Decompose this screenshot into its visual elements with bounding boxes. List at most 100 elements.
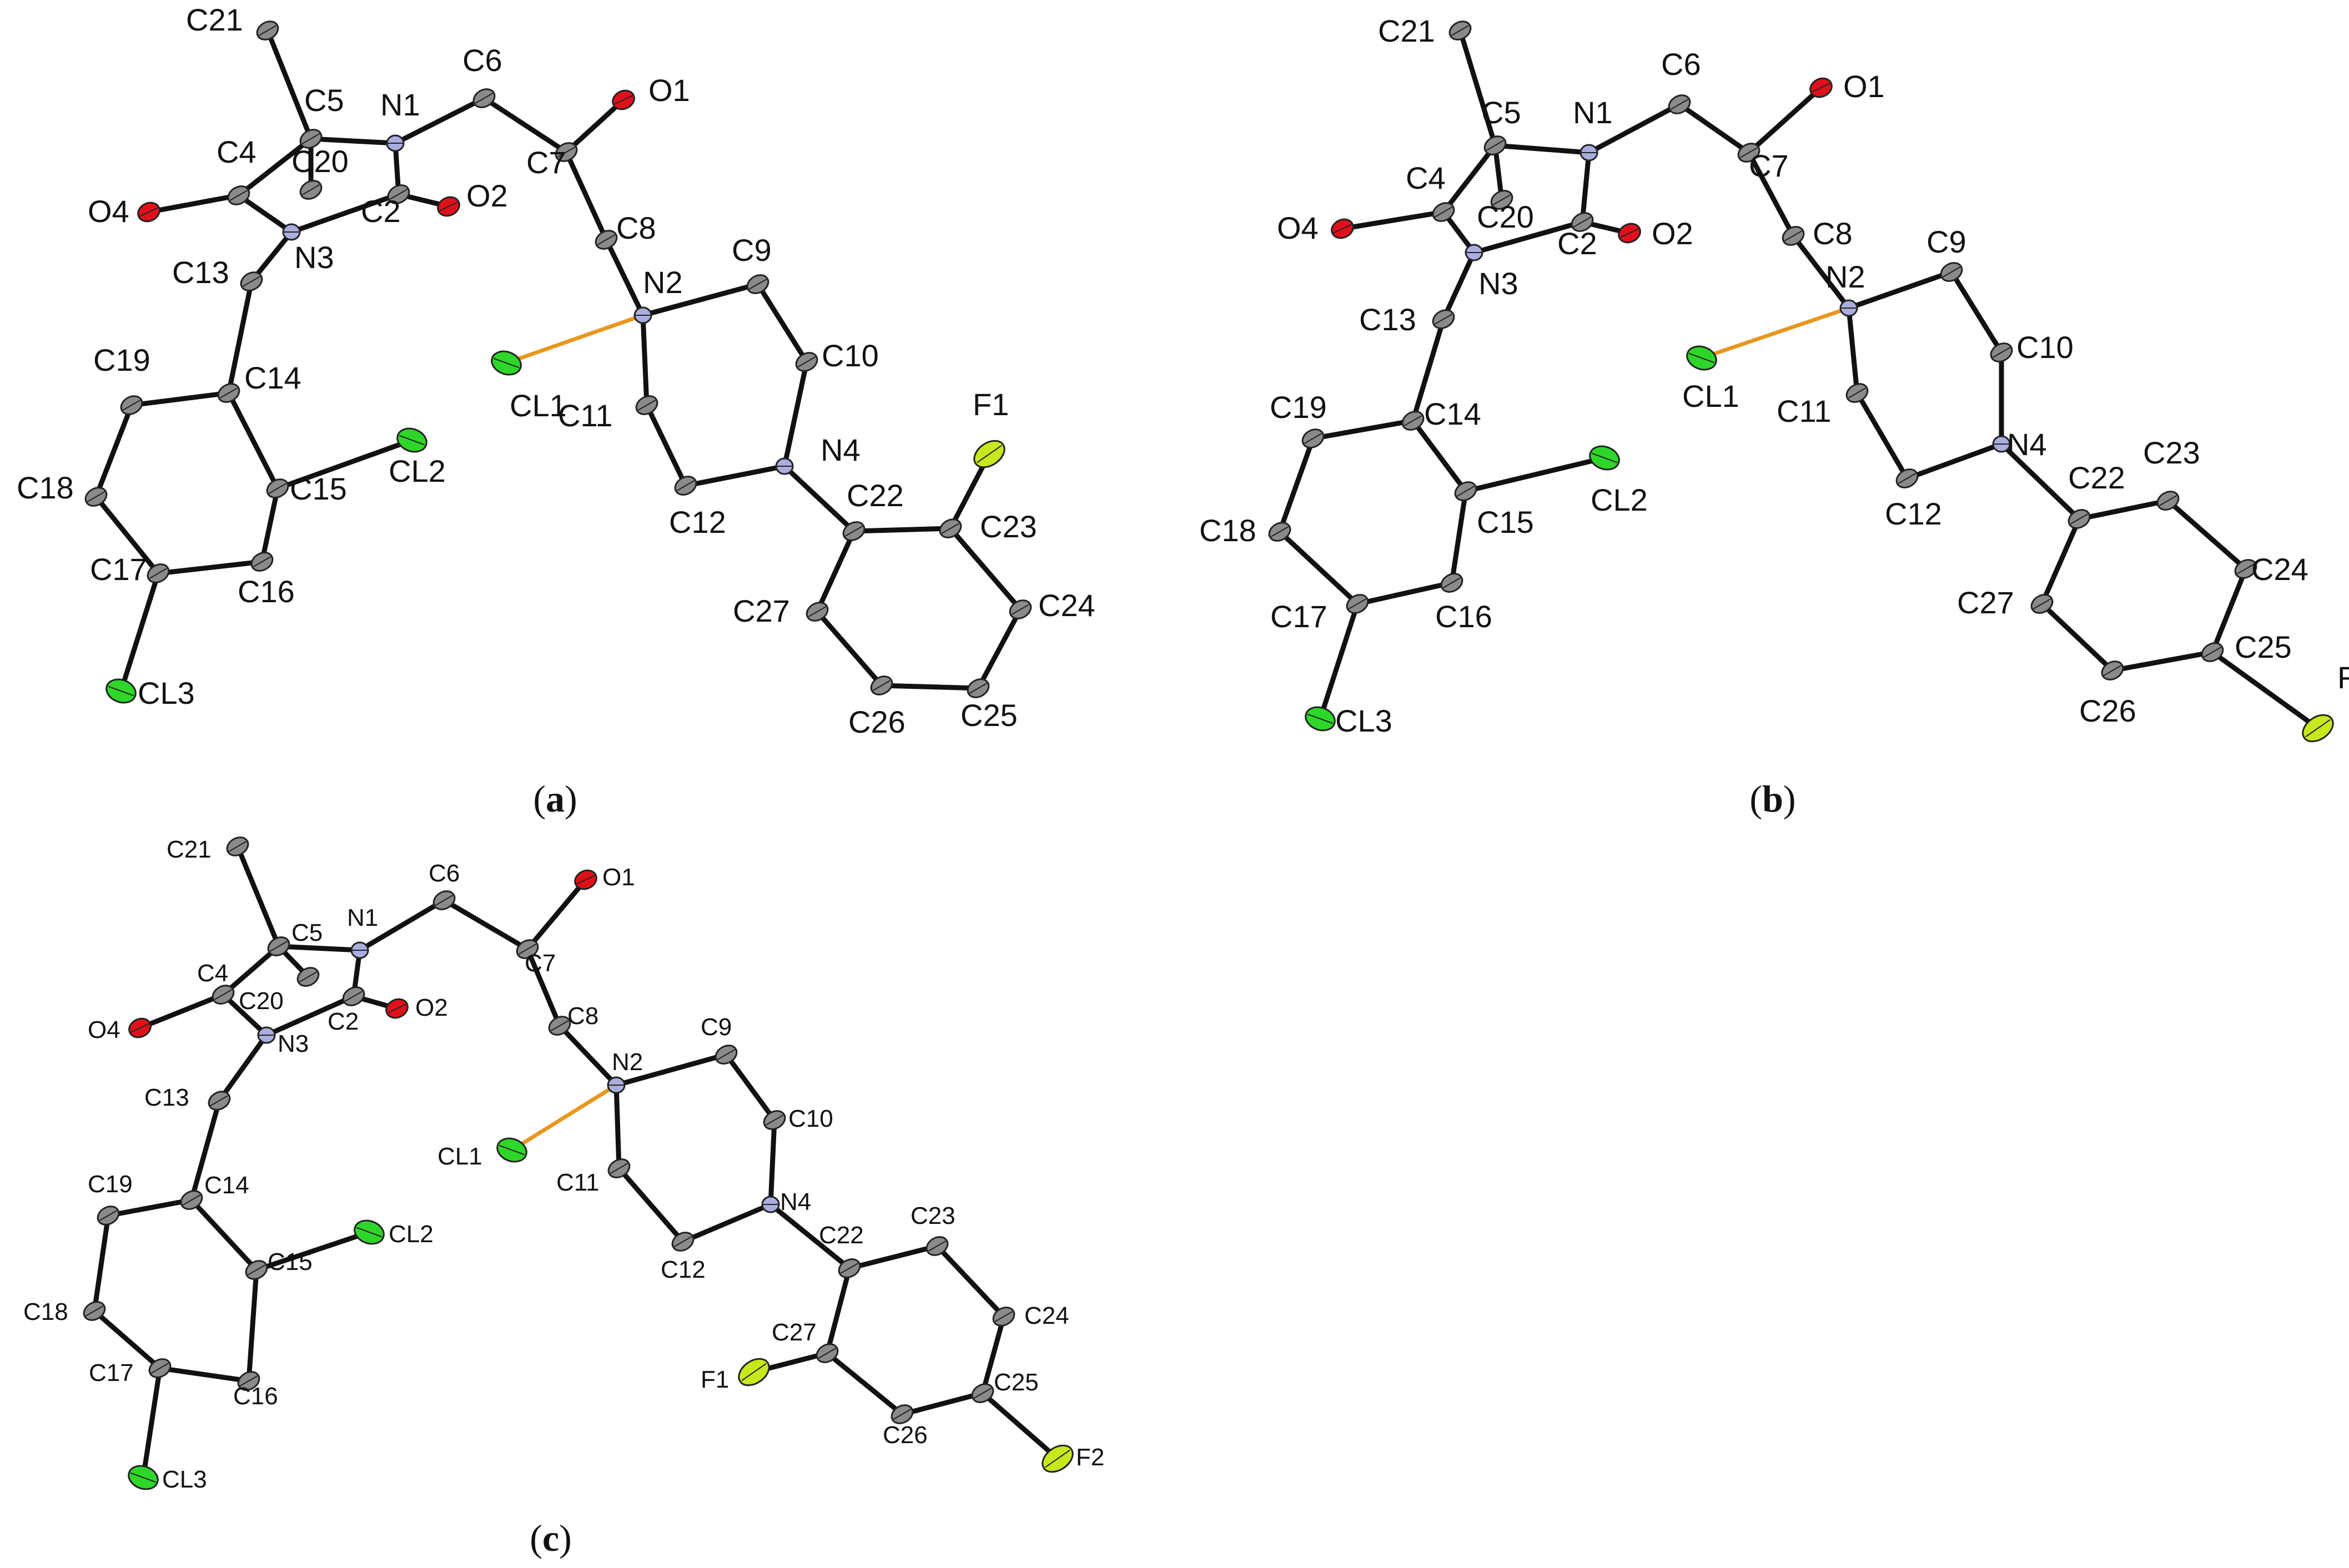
bond-c4-o4 <box>1340 209 1446 231</box>
atom-label-n2: N2 <box>1825 259 1865 294</box>
bond-c23-c24 <box>948 526 1023 612</box>
bond-c4-o4 <box>137 992 226 1031</box>
atom-label-f1: F1 <box>973 387 1009 422</box>
atom-label-n2: N2 <box>612 1048 643 1076</box>
atom-c22 <box>842 521 866 541</box>
atom-c2 <box>387 184 410 204</box>
atom-c2 <box>342 986 365 1006</box>
atom-label-c18: C18 <box>1199 513 1256 548</box>
bond-c15-c16 <box>1449 488 1468 586</box>
atom-label-o2: O2 <box>415 994 448 1021</box>
bond-c5-n1 <box>1492 143 1592 155</box>
atom-c10 <box>1990 342 2013 362</box>
atom-c9 <box>746 274 769 294</box>
bond-c9-c10 <box>755 281 809 365</box>
bond-c27-c22 <box>2039 516 2082 607</box>
atom-label-c26: C26 <box>2079 693 2136 728</box>
caption-c: (c) <box>530 1517 572 1559</box>
bond-c12-c11 <box>616 1166 686 1244</box>
bond-c16-c17 <box>155 559 265 576</box>
atom-label-c13: C13 <box>144 1084 189 1111</box>
bond-c18-c19 <box>92 1213 111 1314</box>
atom-label-c9: C9 <box>732 233 772 268</box>
atom-label-c25: C25 <box>960 698 1018 733</box>
bond-c11-n2 <box>1846 305 1860 396</box>
bond-c14-c15 <box>1410 418 1468 494</box>
atom-label-cl2: CL2 <box>389 453 446 488</box>
atom-label-n4: N4 <box>780 1188 811 1216</box>
atom-label-c14: C14 <box>1424 396 1481 431</box>
atom-n2 <box>1839 299 1858 317</box>
bond-c5-c4 <box>236 136 314 198</box>
atom-n1 <box>386 134 405 152</box>
atom-c12 <box>674 476 697 496</box>
atom-cl1 <box>1686 345 1717 371</box>
bond-c17-c18 <box>1277 529 1360 607</box>
bond-n4-c12 <box>683 463 787 488</box>
atom-label-c2: C2 <box>1557 226 1597 261</box>
bond-c7-o1 <box>1746 85 1824 155</box>
bond-c25-c26 <box>879 683 981 691</box>
bond-c12-c11 <box>1854 390 1910 481</box>
atom-label-c9: C9 <box>1927 224 1966 259</box>
atom-label-f1: F1 <box>2337 660 2349 695</box>
atom-label-c12: C12 <box>669 505 726 540</box>
atom-f1 <box>738 1358 770 1387</box>
atom-label-f2: F2 <box>1076 1444 1104 1471</box>
atom-c16 <box>237 1371 260 1391</box>
atom-f2 <box>1042 1444 1074 1473</box>
atom-c26 <box>891 1404 914 1424</box>
atom-c4 <box>212 985 235 1005</box>
bond-c15-c16 <box>259 486 280 564</box>
atom-c11 <box>635 395 658 415</box>
atom-c18 <box>1268 522 1291 542</box>
atom-o1 <box>1809 77 1833 98</box>
atom-c23 <box>939 518 962 538</box>
atom-label-c13: C13 <box>172 255 229 290</box>
atom-c6 <box>1668 94 1691 114</box>
atom-label-c4: C4 <box>217 134 256 169</box>
atom-n3 <box>257 1026 276 1044</box>
bond-c5-n1 <box>276 944 363 953</box>
atom-label-c23: C23 <box>980 509 1037 544</box>
atom-label-c8: C8 <box>616 210 656 245</box>
bond-c15-cl2 <box>275 437 415 491</box>
atom-c17 <box>147 563 170 583</box>
bond-c22-c23 <box>847 1243 940 1271</box>
atom-o4 <box>1331 218 1354 239</box>
atom-c17 <box>148 1358 172 1378</box>
atom-label-c17: C17 <box>90 552 147 587</box>
atom-o1 <box>574 869 597 890</box>
atom-c7 <box>1737 143 1761 163</box>
atom-label-cl3: CL3 <box>138 675 195 710</box>
bond-c25-f1 <box>2210 649 2321 731</box>
atom-label-c16: C16 <box>233 1383 278 1410</box>
atom-c27 <box>2030 594 2054 614</box>
atom-c27 <box>816 1343 839 1363</box>
atom-label-c5: C5 <box>291 919 323 946</box>
bond-c4-o4 <box>146 193 242 215</box>
bond-c5-c4 <box>1441 143 1498 215</box>
atom-n2 <box>607 1076 626 1094</box>
atom-c20 <box>1490 190 1513 210</box>
atom-label-c18: C18 <box>23 1298 68 1325</box>
atom-label-c14: C14 <box>204 1172 249 1199</box>
bond-c23-c24 <box>2165 498 2249 572</box>
bond-n3-c13 <box>1441 250 1477 322</box>
atom-label-c26: C26 <box>848 704 906 739</box>
bond-c7-c8 <box>525 946 562 1028</box>
contact-n2-cl1 <box>1699 306 1851 360</box>
atom-label-c12: C12 <box>1885 496 1942 531</box>
bond-c2-n3 <box>264 994 356 1038</box>
atom-label-f1: F1 <box>701 1366 729 1393</box>
atom-n4 <box>1992 435 2011 453</box>
atom-label-c5: C5 <box>1481 95 1521 130</box>
atom-c15 <box>1454 481 1477 501</box>
bond-n2-c9 <box>640 281 761 318</box>
atom-label-c2: C2 <box>328 1008 359 1035</box>
atom-label-c11: C11 <box>556 1169 599 1196</box>
atom-label-cl3: CL3 <box>1335 703 1392 738</box>
bond-n1-c6 <box>393 95 487 146</box>
